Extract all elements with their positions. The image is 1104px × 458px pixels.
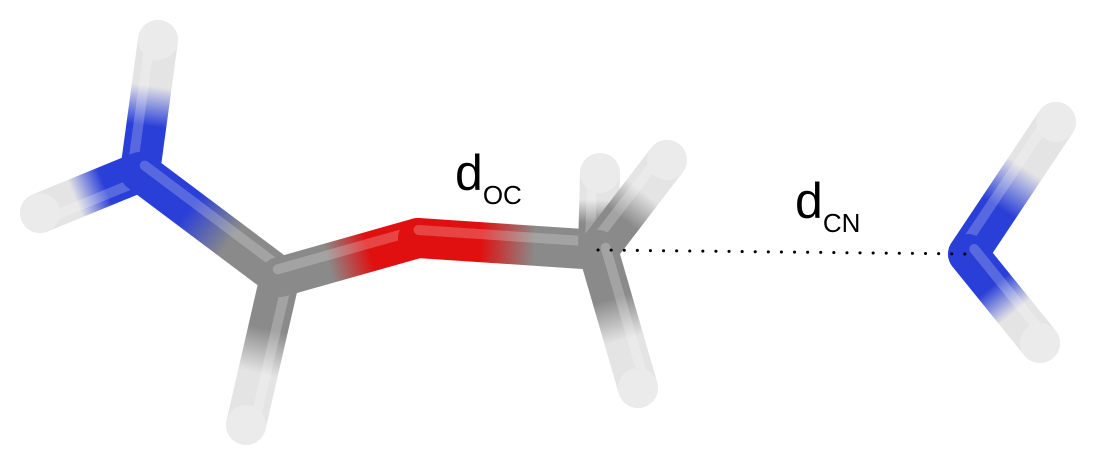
bond-c1-o1 [260, 218, 438, 297]
bond-highlight-n1-h1 [127, 33, 156, 176]
atom-cap-h8 [1020, 323, 1060, 363]
bond-highlight-n1-c1 [139, 160, 290, 276]
bond-highlight-o1-c2 [413, 225, 604, 248]
label-d-oc-main: d [455, 145, 483, 201]
atom-cap-h6 [618, 368, 658, 408]
label-d-oc: dOC [455, 145, 522, 210]
bond-o1-c2 [398, 218, 618, 270]
distance-line-c2-n2 [596, 248, 970, 256]
bond-highlight-n2-h8 [969, 243, 1052, 343]
bond-n1-c1 [120, 152, 300, 297]
bond-highlight-c2-h6 [600, 242, 651, 391]
atom-cap-h1 [138, 20, 178, 60]
bond-highlight-c1-h3 [248, 273, 293, 432]
bond-n1-h1 [120, 20, 178, 192]
bond-layer [20, 20, 1076, 445]
bond-highlight-n2-h7 [956, 112, 1055, 255]
bond-c2-h6 [578, 230, 658, 408]
atom-cap-h5 [647, 140, 687, 180]
bond-highlight-c2-h5 [586, 150, 666, 251]
bond-c1-h3 [226, 257, 300, 445]
atom-cap-h2 [20, 193, 60, 233]
label-d-oc-sub: OC [483, 180, 522, 210]
label-d-cn-main: d [795, 173, 823, 229]
bond-cap-layer [20, 20, 1076, 445]
atom-cap-h4 [580, 153, 620, 193]
label-d-cn: dCN [795, 173, 860, 238]
label-d-cn-sub: CN [823, 208, 861, 238]
bond-n2-h7 [948, 102, 1076, 274]
bond-highlight-c1-o1 [272, 225, 421, 275]
distance-layer [596, 248, 970, 256]
atom-cap-h3 [226, 405, 266, 445]
atom-cap-h7 [1036, 102, 1076, 142]
